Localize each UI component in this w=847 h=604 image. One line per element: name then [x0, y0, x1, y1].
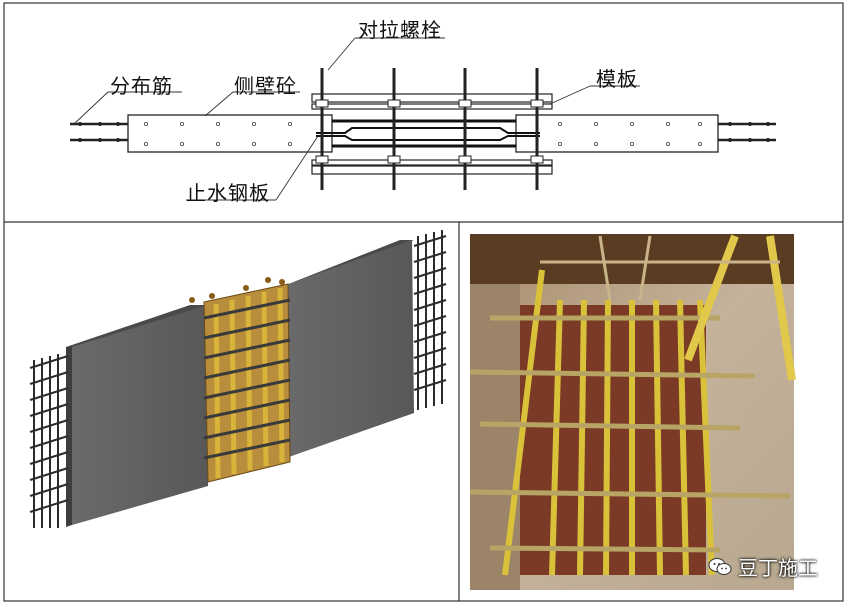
bar-dots — [78, 122, 770, 142]
left-wall-face — [72, 305, 208, 525]
bolt-nuts — [315, 99, 544, 164]
tie-bolts — [320, 68, 539, 190]
photo-horizontal-walers — [469, 315, 791, 553]
photo-ceiling-beams — [540, 235, 780, 301]
side-wall-right — [515, 114, 719, 153]
leader-lines — [73, 37, 640, 201]
left-rebar-mesh — [29, 354, 69, 528]
formwork-plates — [311, 93, 553, 175]
right-wall-face — [286, 240, 414, 458]
wall-dots — [143, 122, 703, 146]
plan-section-drawing — [70, 37, 776, 201]
site-photo — [469, 234, 796, 590]
timber-studs — [213, 287, 285, 479]
photo-shores — [684, 234, 796, 381]
panel-borders — [3, 2, 844, 602]
bolt-heads — [189, 277, 285, 303]
photo-vertical-tubes — [502, 269, 715, 576]
3d-model-render — [29, 230, 447, 528]
side-wall-left — [127, 114, 333, 153]
wechat-icon — [708, 557, 732, 575]
watermark-text: 豆丁施工 — [738, 556, 818, 580]
label-waterstop-plate: 止水钢板 — [186, 181, 270, 205]
left-wall-top — [66, 305, 208, 347]
label-formwork: 模板 — [596, 67, 638, 91]
right-rebar-mesh — [413, 230, 447, 410]
label-tie-bolt: 对拉螺栓 — [358, 18, 442, 42]
watermark: 豆丁施工 — [708, 552, 818, 581]
steel-walers — [203, 298, 291, 460]
waterstop-line — [316, 127, 540, 141]
inner-rebars — [332, 119, 516, 148]
label-side-wall-concrete: 侧壁砼 — [234, 74, 297, 98]
label-distribution-bar: 分布筋 — [110, 74, 173, 98]
